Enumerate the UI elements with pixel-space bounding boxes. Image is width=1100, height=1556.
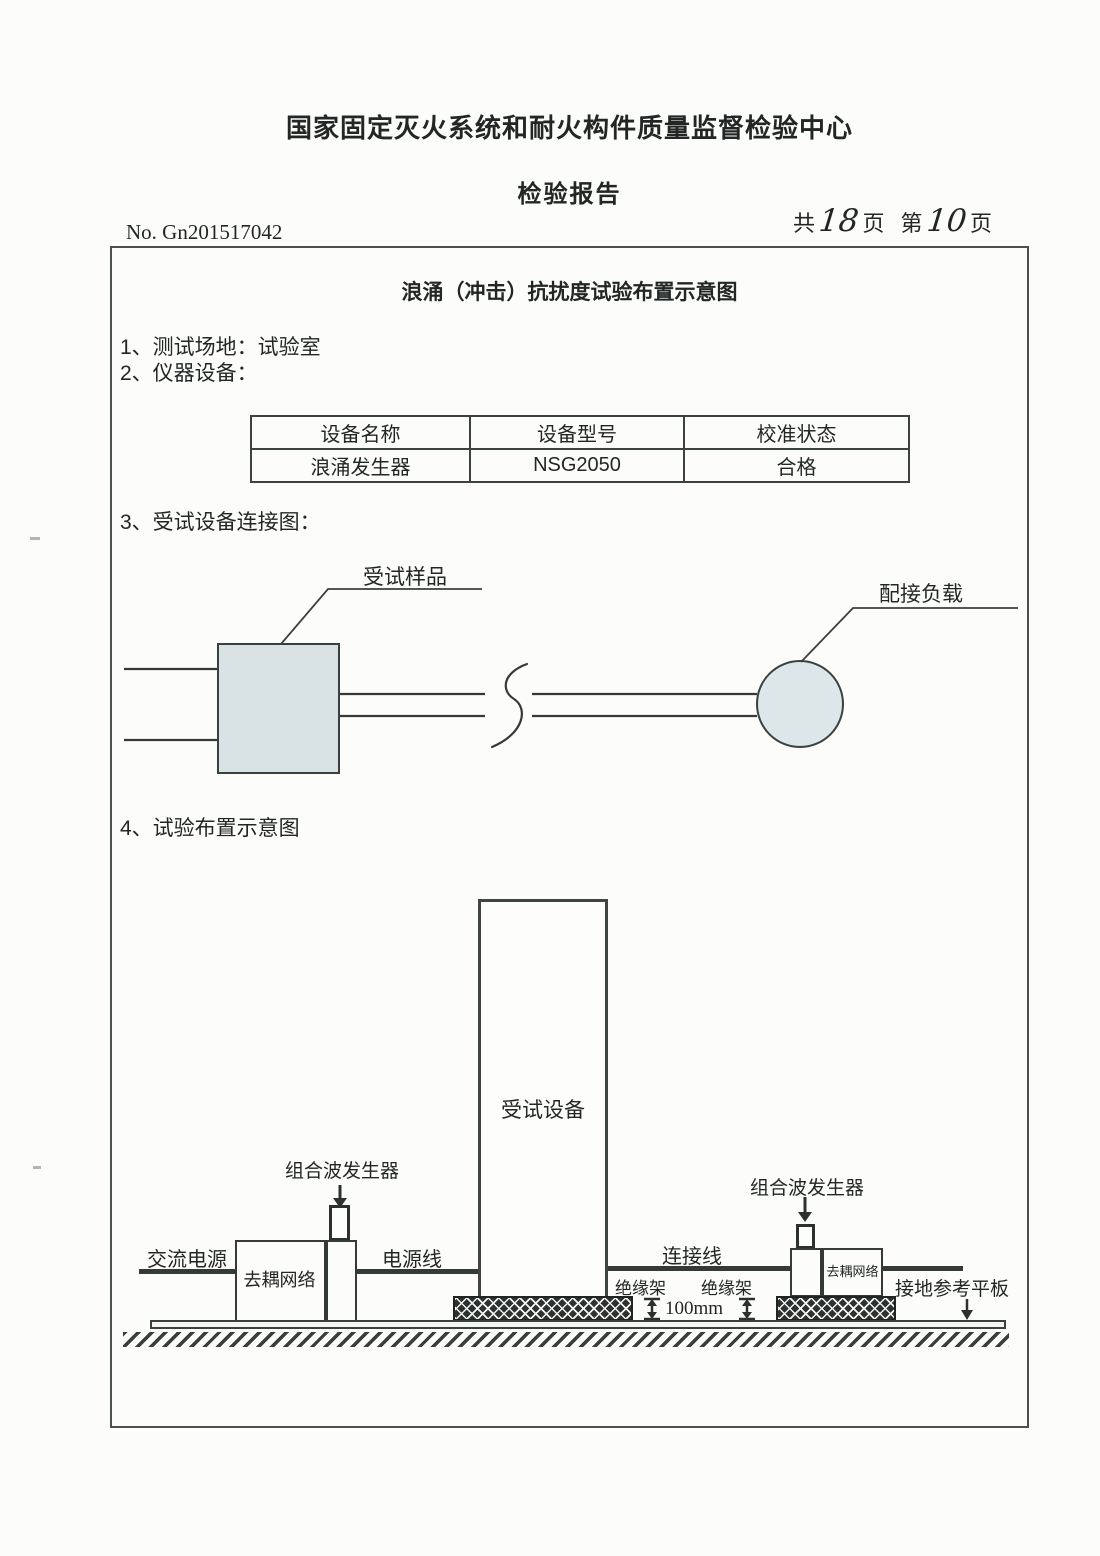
item-layout-diagram: 4、试验布置示意图 [120, 817, 300, 840]
insulator-label-2: 绝缘架 [701, 1279, 752, 1298]
diagram-sheet-title: 浪涌（冲击）抗扰度试验布置示意图 [401, 281, 738, 304]
header-device-model: 设备型号 [469, 415, 685, 450]
coupling-column-right [790, 1248, 822, 1297]
scan-artifact [33, 1166, 41, 1169]
connection-wire-right-segment [881, 1266, 963, 1271]
generator-label-left: 组合波发生器 [284, 1161, 399, 1182]
insulating-support-eut [453, 1296, 633, 1321]
surge-input-port-right [796, 1224, 815, 1249]
height-dimension-label: 100mm [665, 1298, 724, 1319]
report-title: 检验报告 [517, 181, 622, 208]
item-test-site: 1、测试场地：试验室 [120, 336, 321, 359]
connection-wire-left-segment [608, 1266, 790, 1271]
cell-calibration-status: 合格 [683, 448, 910, 483]
cell-device-model: NSG2050 [469, 448, 685, 483]
equipment-table: 设备名称 设备型号 校准状态 浪涌发生器 NSG2050 合格 [250, 415, 910, 483]
cell-device-name: 浪涌发生器 [250, 448, 471, 483]
pages-current-value-handwritten: 10 [924, 203, 968, 239]
table-row: 浪涌发生器 NSG2050 合格 [250, 448, 910, 483]
item-connection-diagram: 3、受试设备连接图： [120, 511, 321, 534]
org-title: 国家固定灭火系统和耐火构件质量监督检验中心 [285, 113, 853, 143]
decoupling-label-left: 去耦网络 [243, 1270, 316, 1290]
pages-total-label: 共 [793, 211, 816, 236]
insulating-support-right [776, 1296, 896, 1321]
decoupling-network-box-right [822, 1248, 883, 1297]
insulator-label-1: 绝缘架 [615, 1279, 666, 1298]
coupling-column-left [326, 1240, 357, 1323]
sample-under-test-box [217, 643, 340, 774]
table-header-row: 设备名称 设备型号 校准状态 [250, 415, 910, 450]
pages-unit2: 页 [969, 211, 992, 236]
ground-reference-plate [150, 1320, 1006, 1329]
sample-label: 受试样品 [363, 566, 447, 589]
connection-line-label: 连接线 [662, 1246, 722, 1268]
page-count: 共 18 页 第 10 页 [793, 203, 992, 239]
surge-input-port-left [329, 1205, 350, 1241]
report-content-border [110, 246, 1029, 1428]
power-line-label: 电源线 [382, 1249, 442, 1271]
report-number: No. Gn201517042 [126, 220, 283, 244]
power-line-wire [357, 1269, 478, 1274]
header-device-name: 设备名称 [250, 415, 471, 450]
scan-artifact [30, 537, 40, 540]
matching-load-circle [756, 660, 844, 748]
pages-unit1: 页 [862, 211, 885, 236]
pages-current-label: 第 [900, 211, 923, 236]
item-instruments: 2、仪器设备： [120, 362, 258, 385]
ground-plane-label: 接地参考平板 [895, 1279, 1010, 1300]
header-calibration-status: 校准状态 [683, 415, 910, 450]
ac-source-label: 交流电源 [147, 1249, 227, 1271]
generator-label-right: 组合波发生器 [749, 1178, 864, 1199]
eut-label: 受试设备 [501, 1099, 585, 1122]
ground-hatching [123, 1332, 1009, 1347]
ac-source-wire [139, 1269, 235, 1274]
pages-total-value-handwritten: 18 [817, 203, 861, 239]
load-label: 配接负载 [879, 583, 963, 606]
decoupling-label-right: 去耦网络 [826, 1264, 879, 1279]
eut-box [478, 899, 608, 1299]
